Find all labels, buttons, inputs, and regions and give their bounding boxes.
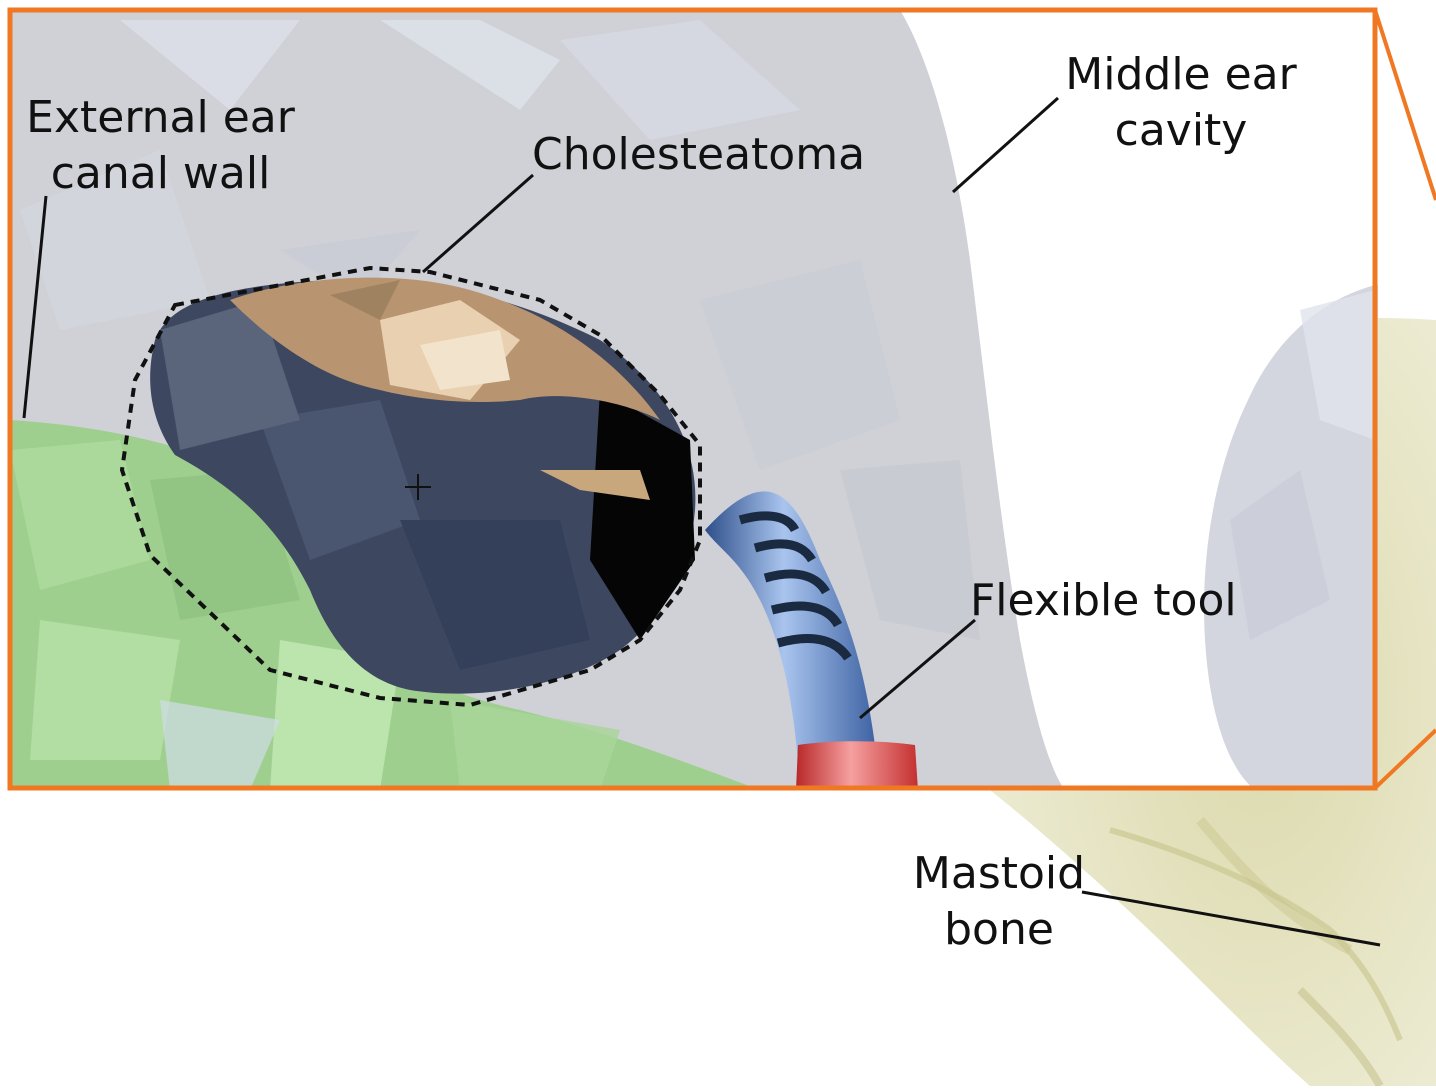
label-mastoid-bone-line1: Mastoid (895, 846, 1103, 902)
label-middle-ear-cavity-line2: cavity (1052, 103, 1310, 159)
label-external-ear-canal-wall-line2: canal wall (18, 146, 303, 202)
label-mastoid-bone-line2: bone (895, 902, 1103, 958)
label-middle-ear-cavity-line1: Middle ear (1052, 47, 1310, 103)
label-external-ear-canal-wall: External ear canal wall (18, 90, 303, 202)
label-flexible-tool: Flexible tool (970, 573, 1237, 629)
label-cholesteatoma: Cholesteatoma (532, 127, 865, 183)
label-external-ear-canal-wall-line1: External ear (18, 90, 303, 146)
label-mastoid-bone: Mastoid bone (895, 846, 1103, 958)
label-middle-ear-cavity: Middle ear cavity (1052, 47, 1310, 159)
